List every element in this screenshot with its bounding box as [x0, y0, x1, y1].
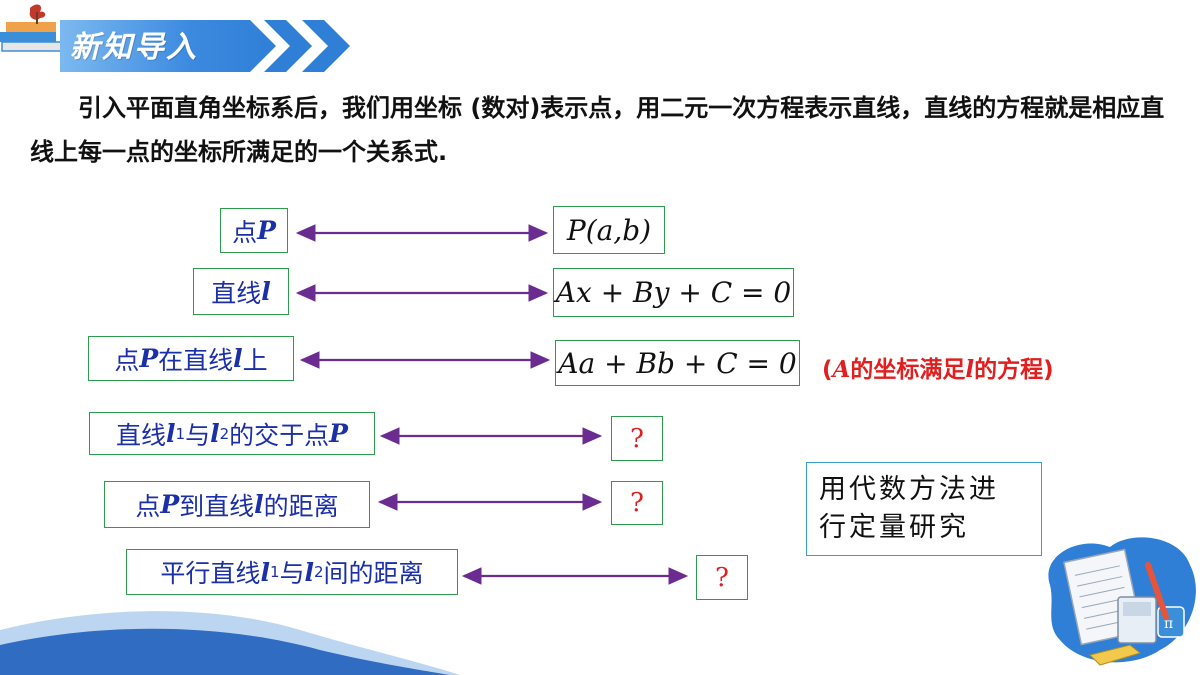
right-box-point-coords: P(a,b) — [553, 206, 665, 254]
left-text: 点 — [232, 217, 258, 247]
v: l — [260, 557, 270, 587]
question-box-2: ? — [611, 481, 663, 525]
banner-chevrons-icon — [60, 20, 350, 72]
method-line-1: 用代数方法进 — [819, 474, 999, 505]
t: 到直线 — [179, 491, 255, 521]
right-box-substituted-equation: Aa + Bb + C = 0 — [555, 340, 800, 386]
intro-paragraph: 引入平面直角坐标系后，我们用坐标 (数对)表示点，用二元一次方程表示直线，直线的… — [30, 94, 1165, 166]
v: l — [254, 490, 264, 519]
v: l — [166, 419, 176, 448]
left-box-line: 直线 l — [193, 268, 289, 315]
v: P — [139, 344, 159, 373]
substituted-equation: Aa + Bb + C = 0 — [558, 346, 797, 380]
question-box-3: ? — [696, 555, 748, 600]
left-var: P — [257, 216, 276, 245]
question-box-1: ? — [611, 416, 663, 461]
t: 直线 — [116, 420, 167, 450]
right-box-line-equation: Ax + By + C = 0 — [553, 268, 794, 317]
t: 的方程) — [974, 357, 1054, 383]
t: ( — [822, 357, 833, 383]
page-title: 新知导入 — [70, 30, 198, 65]
t: 的交于点 — [229, 420, 330, 450]
method-line-2: 行定量研究 — [819, 512, 969, 543]
t: 与 — [185, 420, 211, 450]
left-text: 直线 — [211, 278, 262, 308]
v: l — [233, 344, 243, 373]
s: 2 — [314, 563, 324, 581]
t: 的距离 — [263, 491, 339, 521]
t: 间的距离 — [323, 559, 424, 588]
t: 在直线 — [158, 345, 234, 375]
t: 的坐标满足 — [850, 357, 966, 383]
v: A — [832, 356, 851, 383]
v: l — [304, 557, 315, 587]
header-banner — [50, 18, 350, 74]
bottom-wave-decoration — [0, 611, 460, 675]
v: P — [329, 419, 348, 448]
t: 点 — [114, 345, 140, 375]
s: 1 — [269, 563, 280, 581]
t: 平行直线 — [160, 559, 261, 588]
question-mark: ? — [630, 423, 644, 454]
red-note: (A的坐标满足l的方程) — [822, 350, 1054, 384]
method-box: 用代数方法进 行定量研究 — [806, 462, 1042, 556]
t: 与 — [279, 559, 305, 588]
v: P — [160, 490, 180, 519]
question-mark: ? — [715, 562, 729, 593]
line-equation: Ax + By + C = 0 — [555, 276, 792, 309]
point-coords: P(a,b) — [566, 213, 652, 247]
t: 上 — [242, 345, 268, 375]
t: 点 — [135, 491, 161, 521]
s: 1 — [175, 424, 186, 443]
svg-text:π: π — [1164, 616, 1173, 632]
question-mark: ? — [630, 488, 644, 518]
v: l — [210, 419, 220, 448]
s: 2 — [219, 424, 230, 443]
v: l — [965, 356, 975, 383]
math-notebook-icon: π — [1048, 537, 1196, 666]
left-var: l — [261, 277, 271, 306]
